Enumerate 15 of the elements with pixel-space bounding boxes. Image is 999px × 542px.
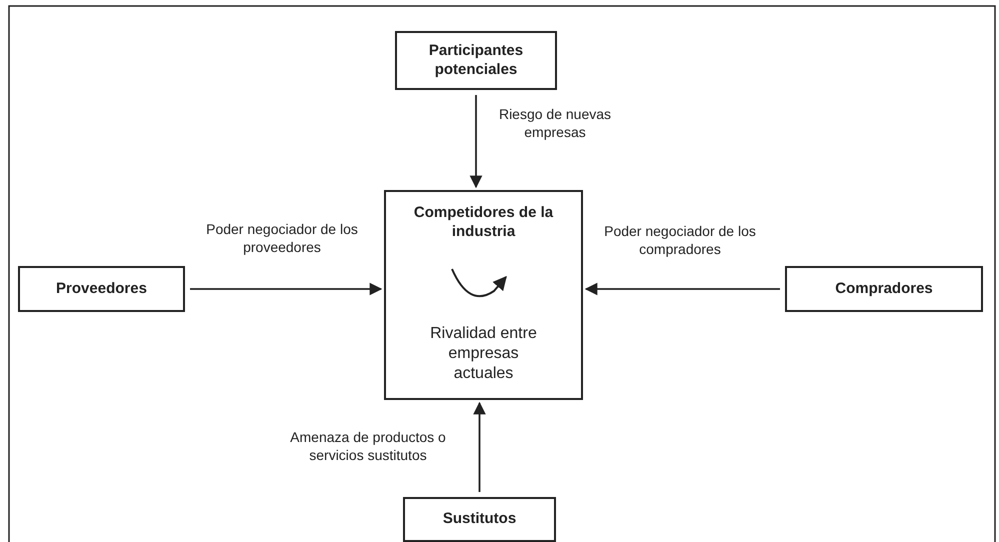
- arrow: [584, 282, 780, 296]
- node-title: Sustitutos: [442, 510, 516, 529]
- node-box: [395, 31, 557, 90]
- node-text: Rivalidad entre empresas actuales: [429, 324, 538, 384]
- node-box: [384, 190, 583, 400]
- arrow: [190, 282, 382, 296]
- node-box: [18, 266, 185, 312]
- node-title: Compradores: [835, 280, 933, 298]
- arrow: [470, 95, 482, 188]
- node-title: Proveedores: [56, 280, 147, 298]
- arrow: [473, 402, 486, 492]
- node-title: Participantes potenciales: [428, 42, 524, 80]
- node-title: Competidores de la industria: [412, 204, 554, 242]
- node-box: [403, 497, 556, 542]
- node-box: [785, 266, 983, 312]
